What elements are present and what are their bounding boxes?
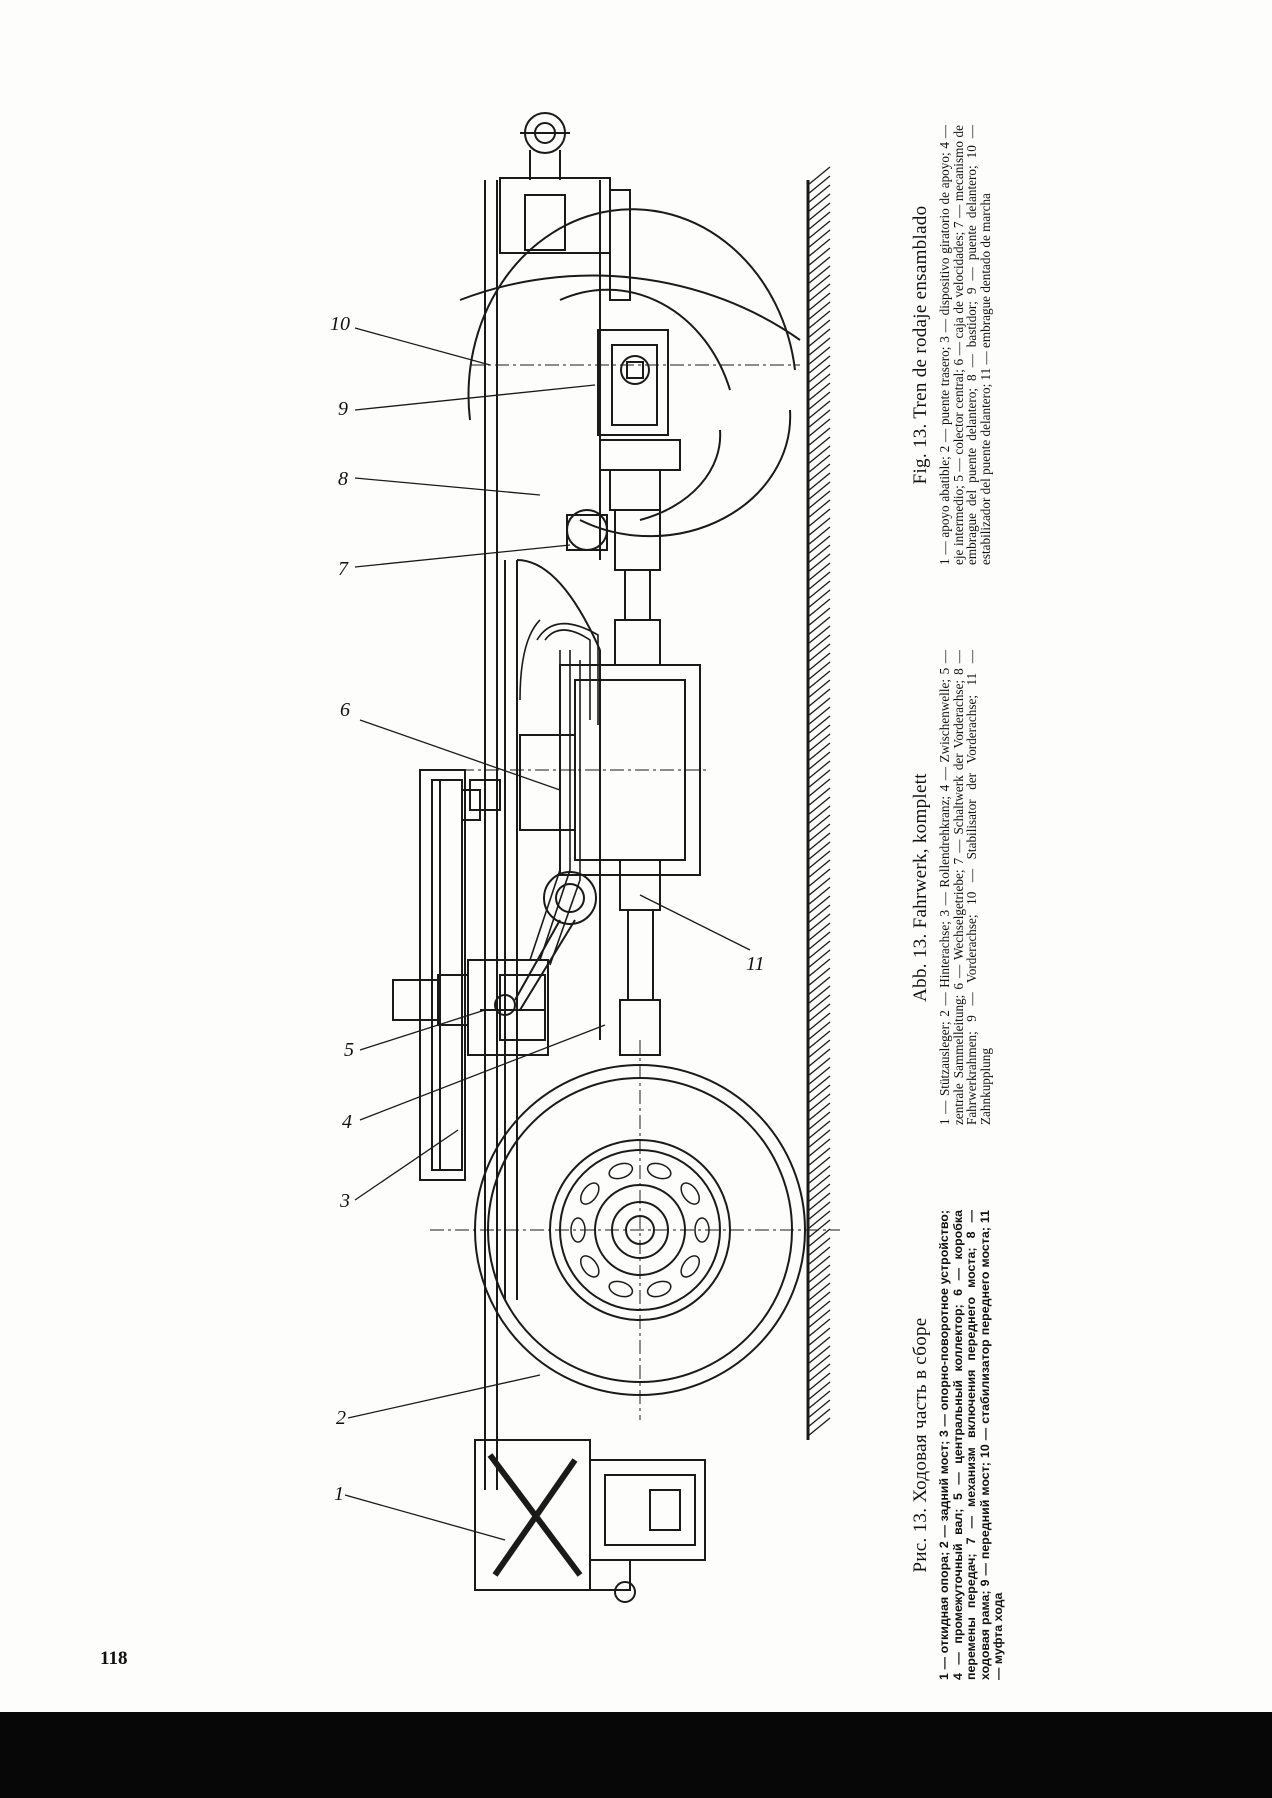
callout-1: 1 (334, 1483, 344, 1505)
front-wheel (459, 208, 801, 538)
outrigger-support (474, 1439, 706, 1603)
rear-wheel (430, 1040, 840, 1420)
caption-russian: Рис. 13. Ходовая часть в сборе 1 — откид… (910, 1210, 1006, 1680)
caption-russian-title: Рис. 13. Ходовая часть в сборе (910, 1317, 931, 1573)
callout-leaders (344, 327, 751, 1541)
callout-3: 3 (339, 1190, 350, 1212)
figure-captions: Рис. 13. Ходовая часть в сборе 1 — откид… (910, 120, 1110, 1680)
caption-german-legend: 1 — Stützausleger; 2 — Hinterachse; 3 — … (937, 650, 993, 1125)
caption-russian-legend: 1 — откидная опора; 2 — задний мост; 3 —… (937, 1210, 1005, 1680)
ground-hatching (806, 166, 831, 1440)
scan-border (0, 1712, 1272, 1798)
callout-10: 10 (330, 313, 350, 335)
central-collector (392, 919, 576, 1056)
caption-spanish-legend: 1 — apoyo abatible; 2 — puente trasero; … (937, 125, 993, 565)
caption-german-title: Abb. 13. Fahrwerk, komplett (910, 773, 931, 1002)
drive-shaft (566, 509, 661, 1056)
callout-2: 2 (336, 1407, 346, 1429)
hydraulic-pipes (519, 619, 599, 966)
top-bracket (499, 112, 631, 301)
caption-german: Abb. 13. Fahrwerk, komplett 1 — Stützaus… (910, 650, 993, 1125)
page-number: 118 (100, 1648, 128, 1669)
caption-spanish: Fig. 13. Tren de rodaje ensamblado 1 — a… (910, 125, 993, 565)
callout-8: 8 (338, 468, 348, 490)
callout-5: 5 (344, 1039, 354, 1061)
caption-spanish-title: Fig. 13. Tren de rodaje ensamblado (910, 205, 931, 485)
callout-7: 7 (338, 558, 349, 580)
callout-6: 6 (340, 699, 350, 721)
callout-9: 9 (338, 398, 348, 420)
callout-11: 11 (746, 953, 765, 975)
front-axle (470, 329, 800, 511)
callout-4: 4 (342, 1111, 352, 1133)
